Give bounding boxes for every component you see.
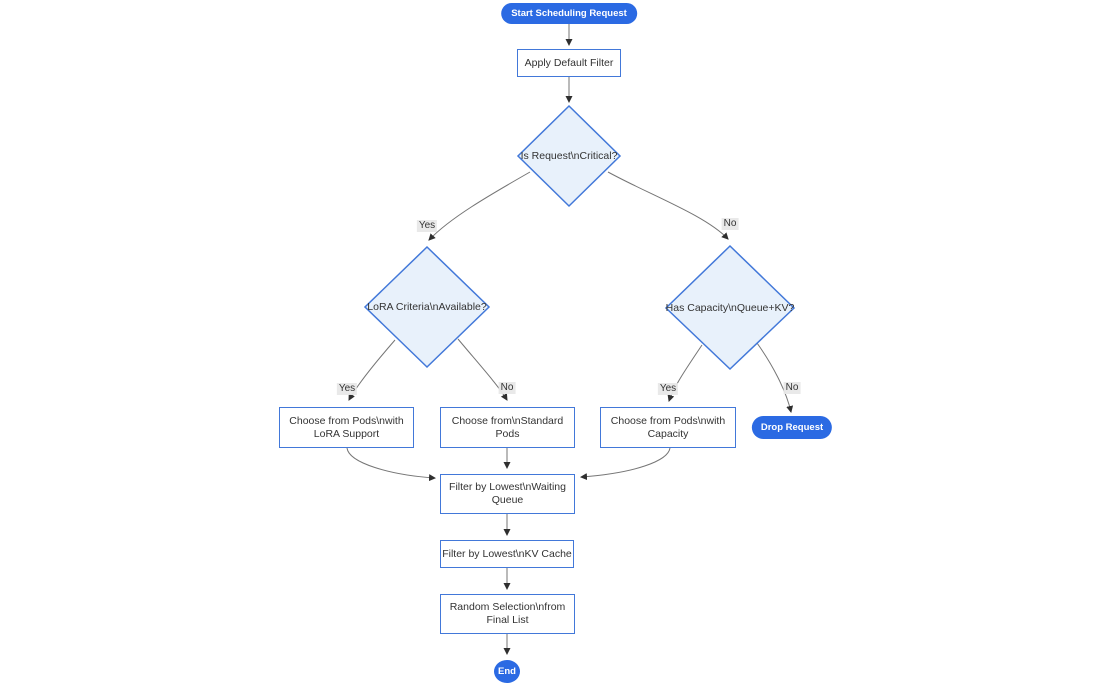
- edge-choosecapacity-to-filter: [580, 447, 671, 481]
- edge-label-capacity-no: No: [783, 382, 801, 394]
- edge-label-capacity-yes: Yes: [657, 383, 679, 395]
- node-choose-lora-pods: Choose from Pods\nwith LoRA Support: [279, 407, 414, 448]
- edge-chooselora-to-filter: [346, 447, 436, 482]
- decision-has-capacity-label: Has Capacity\nQueue+KV?: [665, 302, 795, 314]
- decision-is-request-critical-label: Is Request\nCritical?: [520, 150, 618, 162]
- edge-label-lora-yes: Yes: [336, 383, 358, 395]
- edge-label-critical-yes: Yes: [416, 220, 438, 232]
- node-choose-standard-pods-line2: Pods: [495, 427, 520, 440]
- node-drop-request: Drop Request: [751, 416, 833, 439]
- decision-lora-available-label: LoRA Criteria\nAvailable?: [367, 301, 487, 313]
- edge-lora-no: [457, 338, 508, 401]
- node-choose-lora-pods-line1: Choose from Pods\nwith: [289, 414, 404, 427]
- edge-lora-yes: [348, 339, 396, 401]
- edge-capacity-yes: [667, 344, 703, 402]
- node-end: End: [494, 660, 520, 683]
- node-random-selection-line1: Random Selection\nfrom: [449, 601, 566, 613]
- node-choose-standard-pods: Choose from\nStandard Pods: [440, 407, 575, 448]
- node-start-label: Start Scheduling Request: [511, 8, 627, 19]
- node-drop-request-label: Drop Request: [760, 422, 824, 433]
- decision-shape-lora-available: [363, 245, 491, 369]
- node-choose-standard-pods-line1: Choose from\nStandard: [451, 414, 564, 427]
- edge-critical-no: [607, 171, 729, 240]
- node-random-selection-line2: Final List: [486, 614, 529, 626]
- edge-capacity-no: [756, 342, 794, 413]
- node-apply-default-filter-label: Apply Default Filter: [524, 56, 614, 69]
- node-filter-kv-cache-label: Filter by Lowest\nKV Cache: [442, 547, 572, 560]
- node-choose-capacity-pods-line2: Capacity: [647, 427, 689, 440]
- node-start: Start Scheduling Request: [501, 3, 637, 24]
- node-apply-default-filter: Apply Default Filter: [517, 49, 621, 77]
- node-choose-lora-pods-line2: LoRA Support: [313, 427, 380, 440]
- edge-label-lora-no: No: [498, 382, 516, 394]
- node-end-label: End: [498, 666, 516, 677]
- decision-shape-has-capacity: [664, 244, 796, 371]
- node-filter-waiting-queue-line2: Queue: [491, 494, 524, 506]
- node-filter-kv-cache: Filter by Lowest\nKV Cache: [440, 540, 574, 568]
- edge-label-critical-no: No: [721, 218, 739, 230]
- edge-critical-yes: [428, 171, 531, 241]
- decision-shape-is-critical: [516, 104, 622, 208]
- node-choose-capacity-pods: Choose from Pods\nwith Capacity: [600, 407, 736, 448]
- node-filter-waiting-queue: Filter by Lowest\nWaiting Queue: [440, 474, 575, 514]
- node-random-selection: Random Selection\nfrom Final List: [440, 594, 575, 634]
- node-choose-capacity-pods-line1: Choose from Pods\nwith: [610, 414, 726, 427]
- node-filter-waiting-queue-line1: Filter by Lowest\nWaiting: [449, 481, 566, 493]
